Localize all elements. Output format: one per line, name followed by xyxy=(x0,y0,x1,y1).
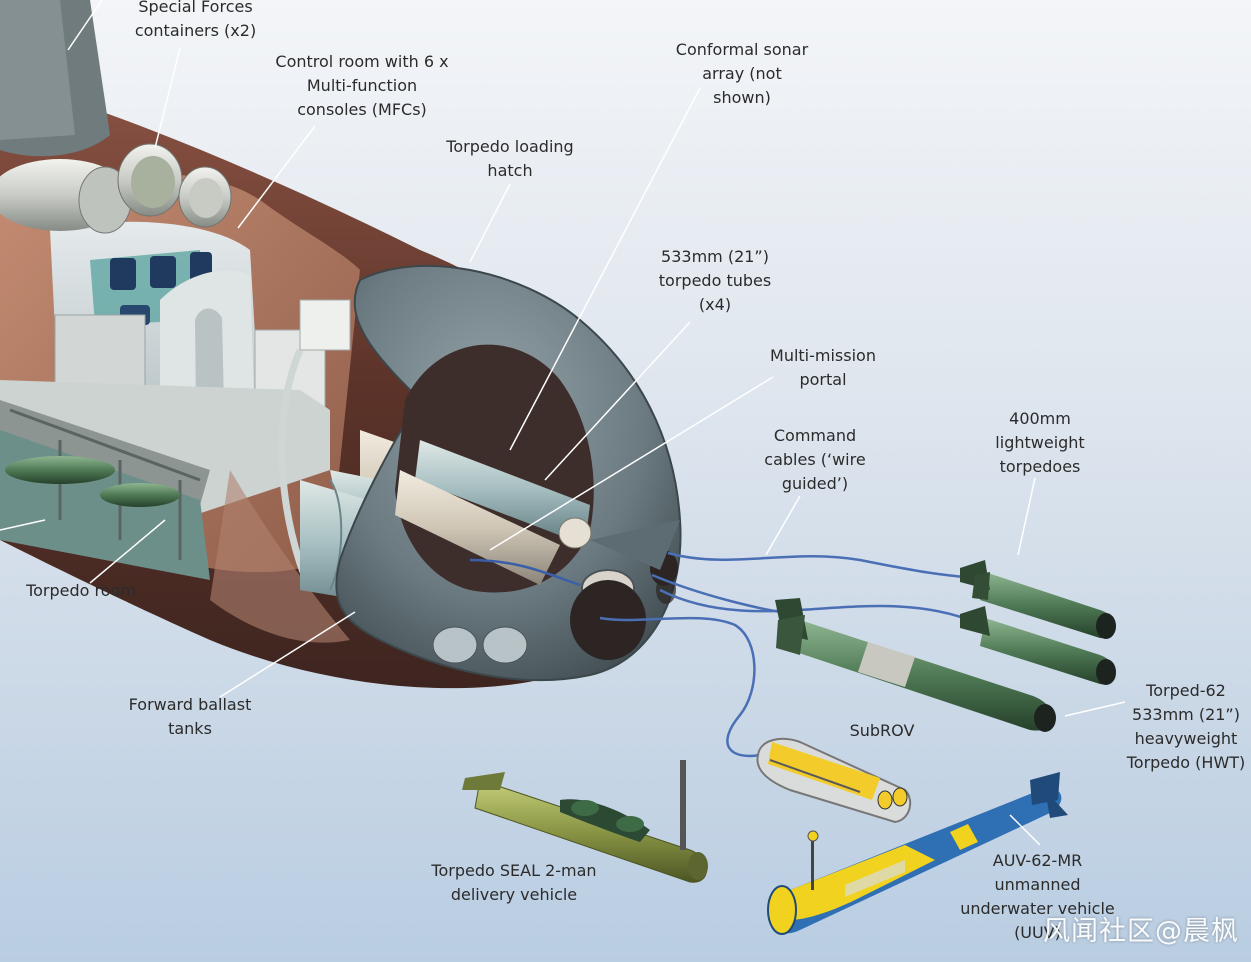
bow-shell xyxy=(335,264,682,682)
watermark: 风闻社区@晨枫 xyxy=(1043,916,1239,947)
sonar-label: Conformal sonar array (not shown) xyxy=(675,40,809,107)
seal-label: Torpedo SEAL 2-man delivery vehicle xyxy=(431,861,597,904)
special-forces-label: Special Forces containers (x2) xyxy=(134,0,257,40)
leader-lines xyxy=(0,0,1125,845)
torpedo-tubes-label: 533mm (21”) torpedo tubes (x4) xyxy=(658,247,772,314)
hwt-label: Torped-62 533mm (21”) heavyweight Torped… xyxy=(1126,681,1246,772)
control-room-label: Control room with 6 x Multi-function con… xyxy=(275,52,449,119)
torpedo-room-label: Torpedo room xyxy=(26,581,136,600)
command-cables xyxy=(469,551,976,758)
auv-uuv xyxy=(767,772,1068,935)
heavyweight-torpedo xyxy=(775,598,1056,732)
seal-delivery-vehicle xyxy=(462,760,708,883)
command-cables-label: Command cables (‘wire guided’) xyxy=(764,426,866,493)
special-forces-containers xyxy=(0,143,232,234)
ballast-label: Forward ballast tanks xyxy=(128,695,252,738)
lightweight-torpedo-upper xyxy=(960,560,1116,639)
loading-hatch-label: Torpedo loading hatch xyxy=(446,137,574,180)
lightweight-torpedo-lower xyxy=(960,606,1116,685)
lightweight-torpedoes-label: 400mm lightweight torpedoes xyxy=(995,409,1085,476)
subrov-label: SubROV xyxy=(849,721,915,740)
subrov xyxy=(756,737,912,824)
portal-label: Multi-mission portal xyxy=(770,346,876,389)
auv-label: AUV-62-MR unmanned underwater vehicle (U… xyxy=(960,851,1115,942)
